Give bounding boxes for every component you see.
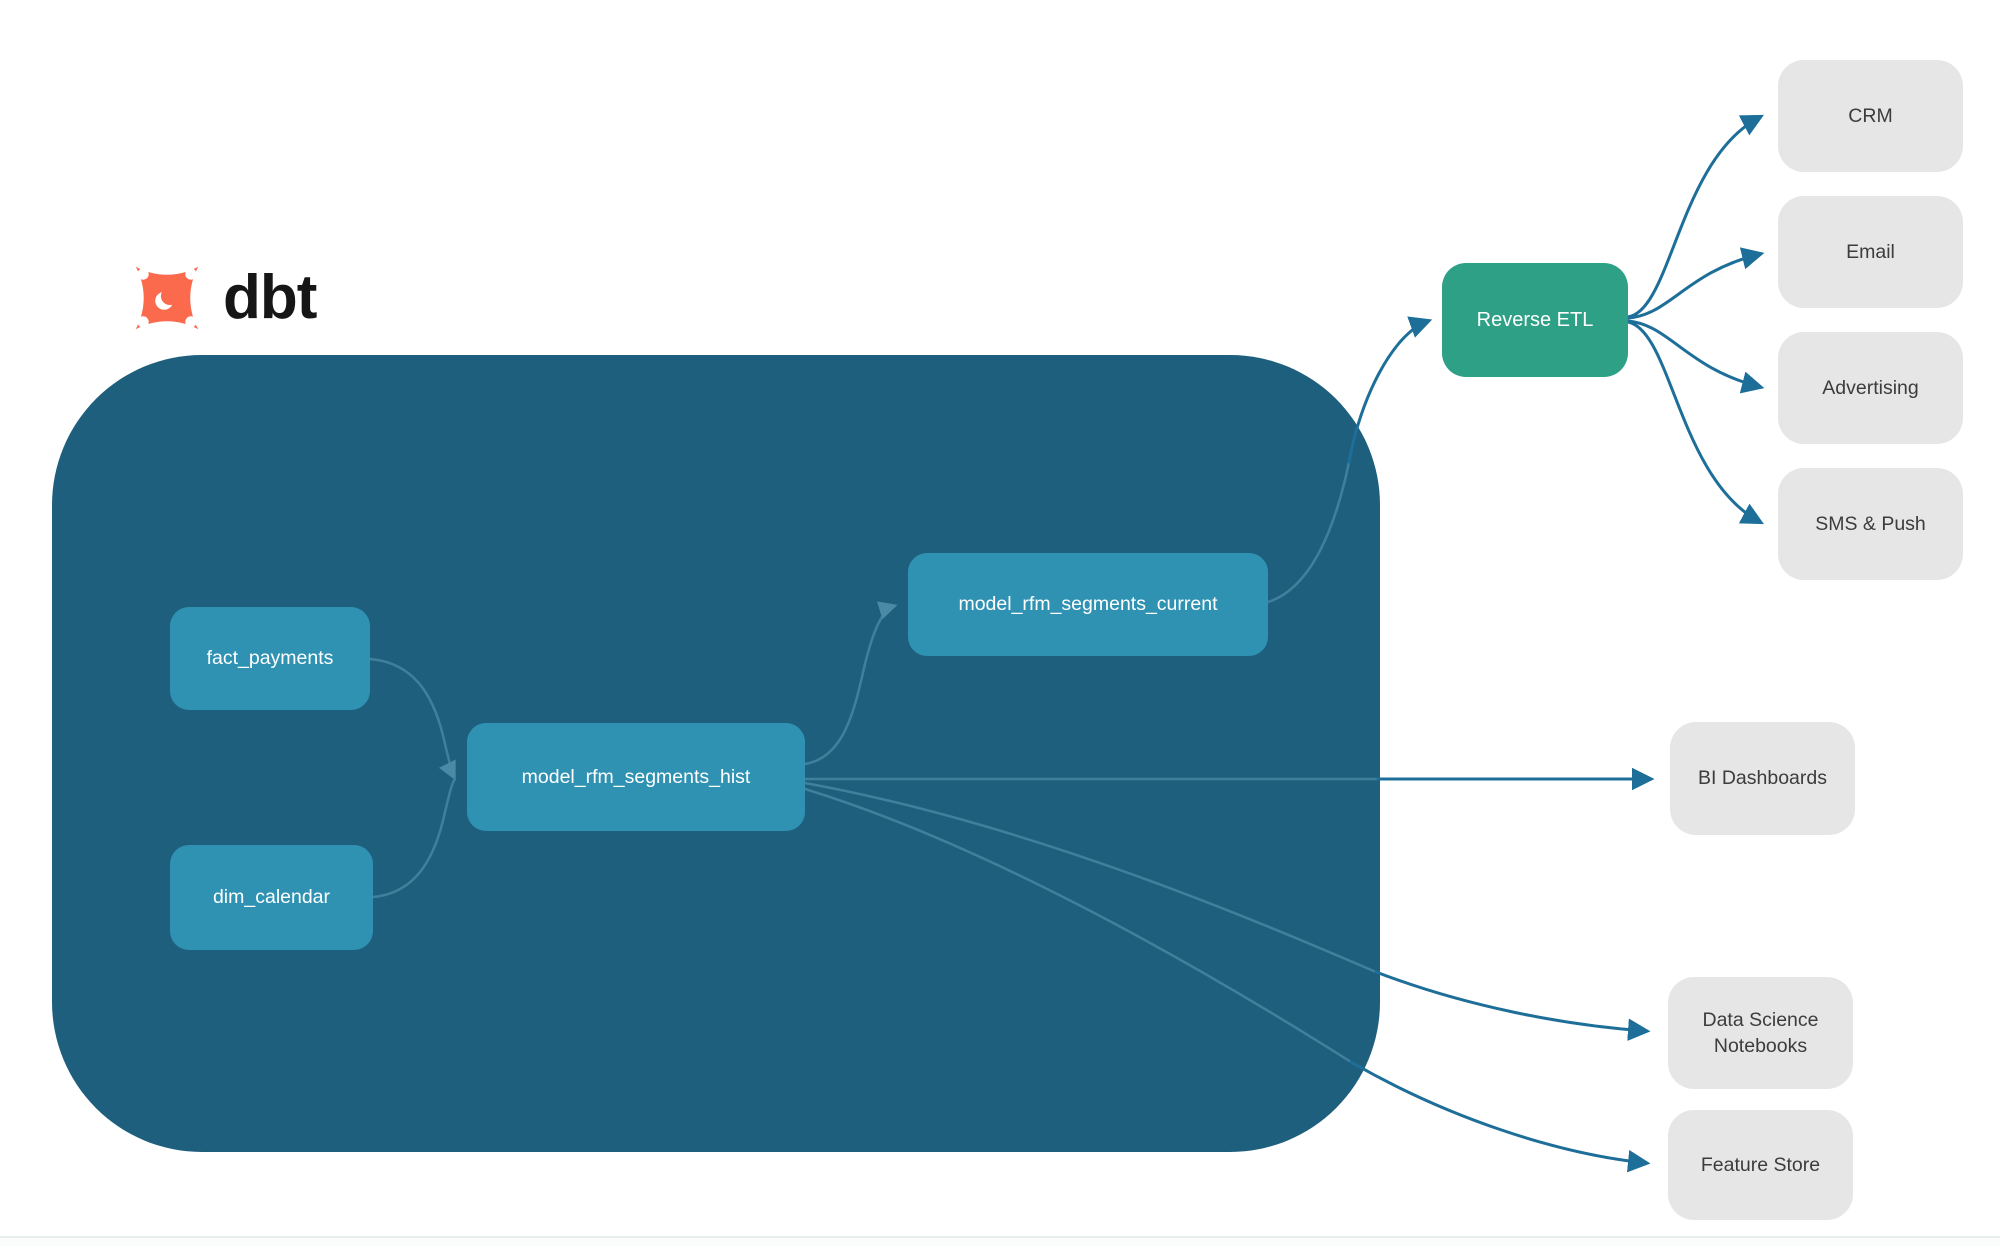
node-model-rfm-segments-hist-label: model_rfm_segments_hist [521, 765, 751, 788]
edge-dim-calendar-to-hist [371, 777, 457, 899]
node-model-rfm-segments-hist[interactable]: model_rfm_segments_hist [467, 723, 805, 831]
node-bi-dashboards[interactable]: BI Dashboards [1670, 722, 1855, 835]
edge-hist-to-ds-notebooks [1374, 970, 1651, 1041]
node-model-rfm-segments-current-label: model_rfm_segments_current [958, 593, 1218, 616]
bottom-divider [0, 1236, 2000, 1246]
node-fact-payments-label: fact_payments [206, 647, 334, 670]
node-sms-push-label: SMS & Push [1815, 512, 1926, 535]
edge-hist-to-current [803, 601, 898, 766]
edge-hist-to-notebooks-inner [803, 781, 1378, 974]
node-model-rfm-segments-current[interactable]: model_rfm_segments_current [908, 553, 1268, 656]
node-dim-calendar-label: dim_calendar [212, 886, 331, 909]
node-advertising[interactable]: Advertising [1778, 332, 1963, 444]
node-reverse-etl[interactable]: Reverse ETL [1442, 263, 1628, 377]
edge-fact-payments-to-hist [368, 657, 456, 781]
edge-reverse-etl-to-email [1626, 247, 1765, 320]
node-email-label: Email [1846, 240, 1895, 263]
node-fact-payments[interactable]: fact_payments [170, 607, 370, 710]
dbt-wordmark: dbt [223, 263, 317, 332]
edge-reverse-etl-to-sms-push [1626, 320, 1764, 525]
node-data-science-notebooks[interactable]: Data Science Notebooks [1668, 977, 1853, 1089]
node-advertising-label: Advertising [1822, 376, 1919, 399]
edge-reverse-etl-to-crm [1626, 114, 1764, 319]
node-dim-calendar[interactable]: dim_calendar [170, 845, 373, 950]
dbt-icon [135, 266, 199, 330]
node-crm[interactable]: CRM [1778, 60, 1963, 172]
node-sms-push[interactable]: SMS & Push [1778, 468, 1963, 580]
node-feature-store[interactable]: Feature Store [1668, 1110, 1853, 1220]
edge-hist-to-feature-store-inner [803, 787, 1353, 1064]
edge-current-to-retl-inner [1266, 460, 1351, 604]
node-bi-dashboards-label: BI Dashboards [1698, 767, 1827, 790]
node-crm-label: CRM [1848, 104, 1893, 127]
node-feature-store-label: Feature Store [1700, 1153, 1821, 1176]
node-reverse-etl-label: Reverse ETL [1476, 308, 1594, 331]
node-email[interactable]: Email [1778, 196, 1963, 308]
edge-reverse-etl-to-advertising [1626, 319, 1765, 394]
dbt-logo: dbt [120, 250, 317, 346]
edge-current-to-reverse-etl [1347, 316, 1433, 464]
edge-hist-to-feature-store [1349, 1060, 1651, 1173]
node-data-science-notebooks-label: Data Science Notebooks [1702, 1008, 1819, 1057]
